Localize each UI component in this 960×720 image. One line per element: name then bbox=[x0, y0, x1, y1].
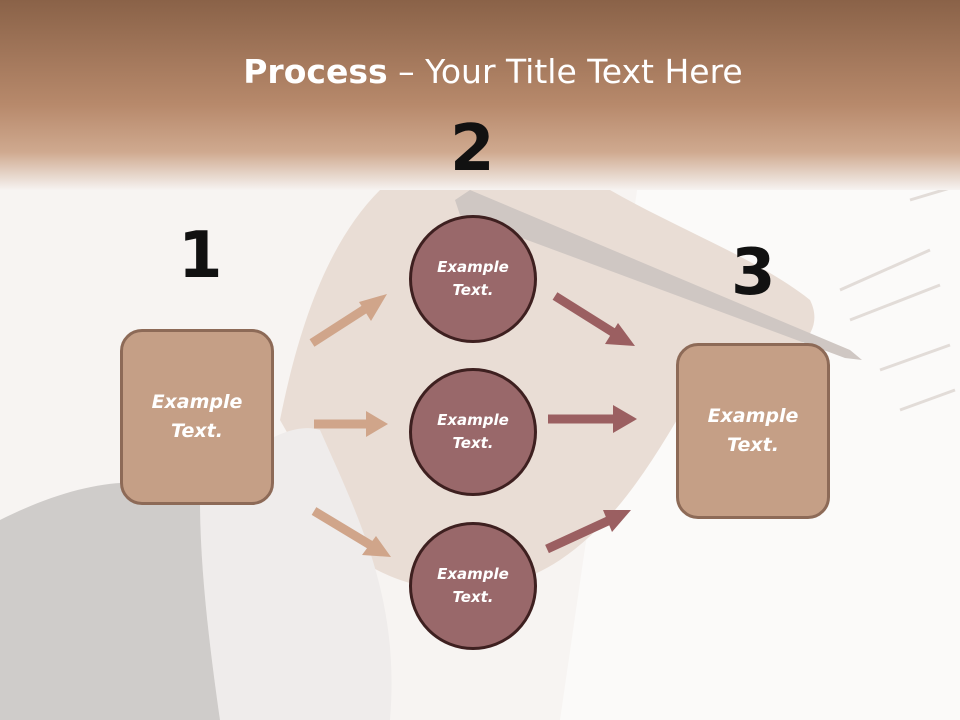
arrow-left-top bbox=[309, 294, 387, 347]
circle-top: Example Text. bbox=[409, 215, 537, 343]
arrow-right-top bbox=[552, 292, 635, 346]
circle-middle-text: Example Text. bbox=[437, 411, 509, 452]
arrow-right-middle bbox=[548, 405, 637, 433]
step-number-2: 2 bbox=[450, 112, 495, 186]
left-box: Example Text. bbox=[120, 329, 274, 505]
step-number-3: 3 bbox=[731, 236, 776, 310]
circle-top-text: Example Text. bbox=[437, 258, 509, 299]
circle-bottom-text: Example Text. bbox=[437, 565, 509, 606]
circle-middle: Example Text. bbox=[409, 368, 537, 496]
arrow-right-bottom bbox=[545, 510, 631, 554]
arrow-left-bottom bbox=[311, 507, 391, 557]
right-box: Example Text. bbox=[676, 343, 830, 519]
step-number-1: 1 bbox=[178, 219, 223, 293]
left-box-text: Example Text. bbox=[151, 391, 243, 442]
slide-title: Process – Your Title Text Here bbox=[0, 52, 960, 91]
arrow-left-middle bbox=[314, 411, 388, 437]
right-box-text: Example Text. bbox=[707, 405, 799, 456]
title-rest: – Your Title Text Here bbox=[387, 52, 743, 91]
circle-bottom: Example Text. bbox=[409, 522, 537, 650]
title-bold: Process bbox=[243, 52, 388, 91]
